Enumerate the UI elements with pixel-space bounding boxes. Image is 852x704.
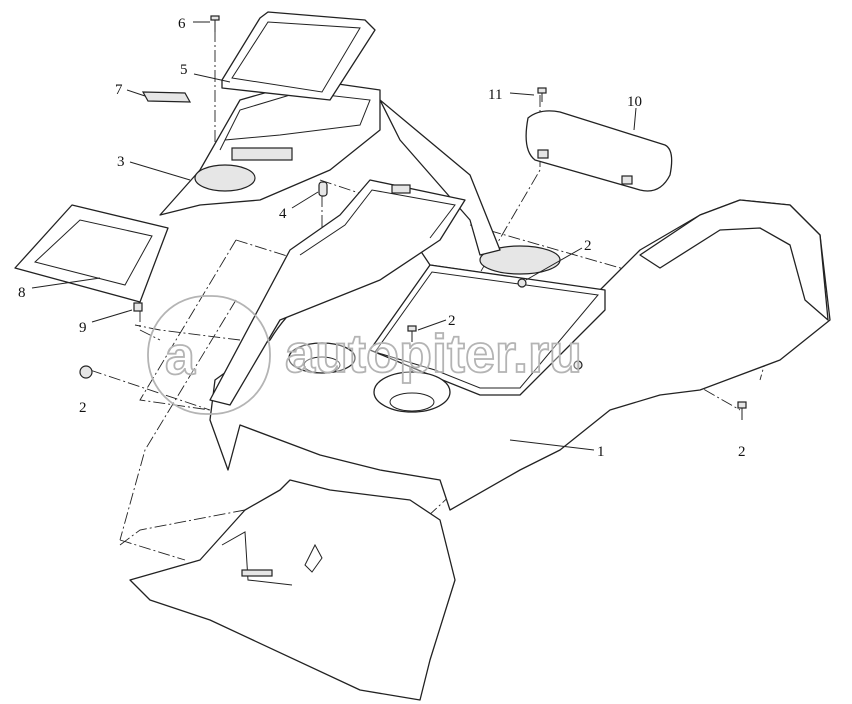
callout-2-center: 2 — [448, 313, 456, 329]
part-10-storage-box — [525, 110, 673, 192]
part-4-grommet — [318, 181, 328, 197]
callout-2-left: 2 — [79, 400, 87, 416]
part-7-cover — [141, 91, 192, 103]
callout-6: 6 — [178, 16, 186, 32]
callout-11: 11 — [488, 87, 502, 103]
callout-5: 5 — [180, 62, 188, 78]
part-6-screw — [210, 15, 220, 32]
callout-7: 7 — [115, 82, 123, 98]
part-9-clip — [133, 302, 143, 312]
leader-lines — [31, 21, 637, 451]
fasteners — [79, 87, 747, 420]
callout-2-right: 2 — [738, 444, 746, 460]
part-1-inner-tray — [209, 179, 466, 406]
callout-9: 9 — [79, 320, 87, 336]
callouts: 6 5 7 3 4 8 9 2 2 2 2 1 11 10 — [18, 16, 746, 460]
callout-10: 10 — [627, 94, 642, 110]
callout-1: 1 — [597, 444, 605, 460]
svg-text:a: a — [165, 326, 196, 386]
lower-panel — [129, 479, 456, 701]
callout-3: 3 — [117, 154, 125, 170]
callout-2-top: 2 — [584, 238, 592, 254]
part-5-frame — [221, 11, 376, 101]
watermark: a autopiter.ru — [147, 295, 583, 415]
part-8-tray — [14, 204, 169, 303]
watermark-text: autopiter.ru — [285, 324, 582, 384]
callout-8: 8 — [18, 285, 26, 301]
callout-4: 4 — [279, 206, 287, 222]
part-3-upper-console — [159, 79, 381, 216]
